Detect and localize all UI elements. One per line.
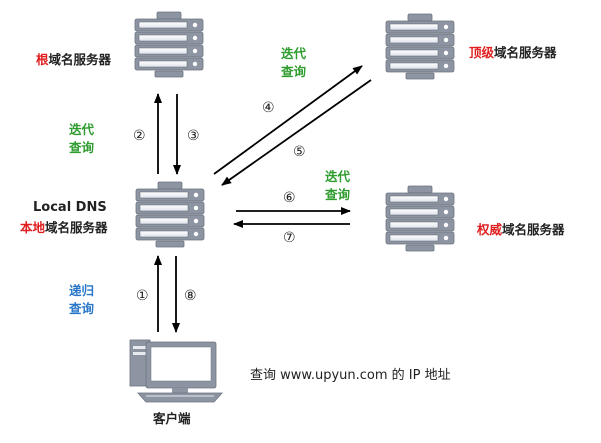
top-level-server-icon xyxy=(386,14,454,79)
iterative-query-auth-label: 迭代查询 xyxy=(325,169,351,202)
step-2-label: ② xyxy=(133,128,146,144)
arrow-step-5 xyxy=(221,79,372,186)
step-7-label: ⑦ xyxy=(283,230,296,246)
step-6-label: ⑥ xyxy=(283,190,296,206)
step-1-label: ① xyxy=(136,288,149,304)
local-dns-server-icon xyxy=(136,182,204,247)
client-label: 客户端 xyxy=(153,411,191,426)
authoritative-server-icon xyxy=(386,186,454,251)
root-server-label: 根域名服务器 xyxy=(36,52,112,67)
step-5-label: ⑤ xyxy=(293,144,306,160)
step-4-label: ④ xyxy=(262,100,275,116)
iterative-query-root-label: 迭代查询 xyxy=(69,122,95,155)
top-level-server-label: 顶级域名服务器 xyxy=(469,45,557,60)
recursive-query-label: 递归查询 xyxy=(69,283,95,316)
step-3-label: ③ xyxy=(187,128,200,144)
authoritative-server-label: 权威域名服务器 xyxy=(477,222,565,237)
local-dns-title: Local DNS xyxy=(33,200,107,215)
local-dns-label: 本地域名服务器 xyxy=(20,220,108,235)
iterative-query-top-label: 迭代查询 xyxy=(281,46,307,79)
client-computer-icon xyxy=(129,339,223,403)
root-server-icon xyxy=(135,12,203,77)
client-query-note: 查询 www.upyun.com 的 IP 地址 xyxy=(250,368,451,383)
step-8-label: ⑧ xyxy=(184,288,197,304)
arrow-step-4 xyxy=(213,65,363,175)
